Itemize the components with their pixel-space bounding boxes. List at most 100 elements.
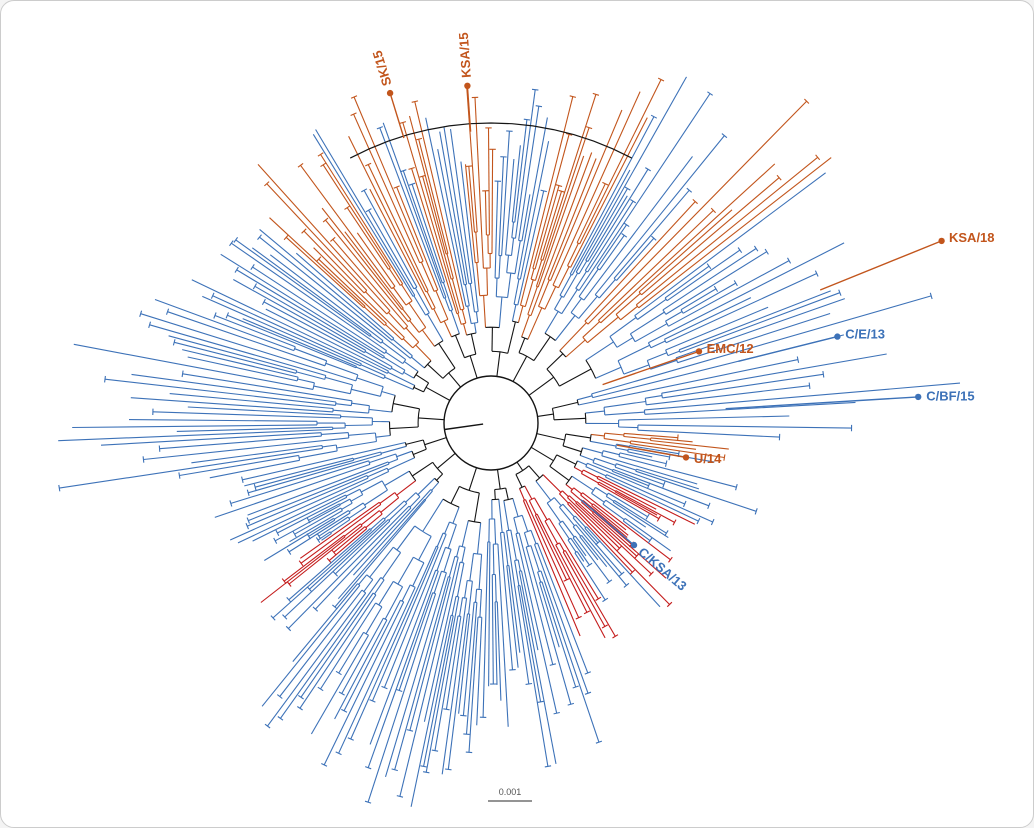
tree-branch [598, 481, 616, 492]
tree-branch [279, 589, 363, 697]
tree-branch [559, 274, 572, 296]
tree-branch [522, 500, 581, 637]
tree-branch [259, 236, 411, 359]
tip-tick [104, 375, 106, 383]
tree-branch [559, 542, 565, 552]
tip-tick [330, 236, 336, 242]
tree-branch [562, 551, 606, 627]
tree-branch [187, 406, 341, 416]
tree-branch [498, 499, 503, 533]
tip-tick [623, 222, 630, 228]
tree-branch [444, 423, 484, 431]
tip-tick [431, 749, 439, 752]
tree-branch [546, 353, 564, 370]
tree-arc [602, 499, 607, 505]
tree-branch [310, 634, 369, 735]
tree-branch [313, 385, 351, 395]
tree-branch [128, 419, 318, 422]
tip-tick [181, 370, 184, 378]
tree-branch [511, 304, 517, 322]
tree-branch [570, 490, 583, 502]
tree-branch [478, 554, 483, 590]
tip-tick [139, 310, 143, 317]
tree-branch [418, 139, 449, 254]
tree-branch [512, 355, 528, 382]
tree-branch [630, 443, 725, 459]
tip-tick [650, 114, 658, 119]
tree-branch [418, 417, 445, 421]
tip-tick [602, 597, 609, 603]
tree-branch [725, 396, 919, 410]
tree-branch [644, 401, 856, 415]
tree-branch [382, 122, 447, 298]
tip-tick [623, 582, 630, 588]
tree-branch [498, 255, 501, 279]
tree-branch [567, 539, 577, 553]
tree-branch [650, 439, 729, 450]
tip-tick [445, 768, 452, 771]
tree-branch [499, 532, 514, 670]
tree-branch [356, 232, 396, 287]
tip-tick [815, 154, 821, 161]
tree-branch [581, 473, 599, 484]
tree-branch [267, 592, 367, 727]
tree-branch [313, 247, 405, 338]
tree-branch [614, 491, 658, 516]
tree-branch [233, 279, 365, 354]
tree-branch [506, 565, 519, 668]
tip-tick [338, 691, 345, 696]
tree-branch [257, 164, 391, 312]
tree-branch [593, 511, 632, 545]
tip-tick [415, 137, 423, 141]
tree-branch [389, 92, 405, 139]
tip-tick [624, 186, 631, 191]
tree-branch [559, 322, 587, 351]
tree-branch [350, 545, 437, 740]
tip-tick [277, 716, 284, 721]
tree-branch [618, 415, 790, 421]
tree-branch [402, 308, 412, 320]
tree-branch [384, 470, 410, 486]
tip-tick [245, 522, 250, 530]
tree-branch [364, 351, 393, 368]
tree-branch [544, 520, 559, 545]
tip-tick [172, 339, 176, 346]
tree-branch [511, 222, 515, 238]
tree-branch [169, 393, 334, 410]
tree-branch [581, 535, 608, 568]
tree-branch [363, 190, 418, 288]
tree-branch [513, 517, 519, 534]
tree-branch [605, 499, 647, 528]
tip-tick [706, 263, 712, 270]
tip-tick [666, 601, 673, 608]
tree-branch [612, 501, 669, 539]
tree-branch [641, 177, 780, 296]
tip-tick [668, 556, 673, 563]
tree-branch [482, 541, 489, 718]
tree-branch [423, 615, 454, 767]
tree-branch [451, 278, 462, 311]
tree-branch [615, 447, 629, 451]
tip-tick [350, 95, 358, 99]
tree-branch [334, 619, 388, 720]
tree-branch [517, 585, 549, 767]
tree-branch [604, 438, 631, 443]
tip-tick [335, 670, 342, 676]
tree-branch [345, 424, 373, 427]
tip-tick [252, 283, 257, 290]
tip-tick [286, 581, 292, 587]
taxon-dot [834, 333, 841, 340]
tree-branch [572, 517, 623, 575]
tip-tick [710, 207, 716, 214]
tip-tick [602, 181, 609, 186]
tree-branch [420, 261, 435, 292]
tree-branch [312, 134, 414, 297]
tree-branch [606, 474, 713, 523]
tree-branch [666, 249, 741, 302]
tree-branch [247, 474, 368, 527]
tip-tick [400, 169, 407, 173]
tree-branch [635, 470, 757, 512]
tip-tick [713, 285, 719, 292]
tip-tick [297, 162, 304, 168]
tip-tick [647, 537, 653, 544]
